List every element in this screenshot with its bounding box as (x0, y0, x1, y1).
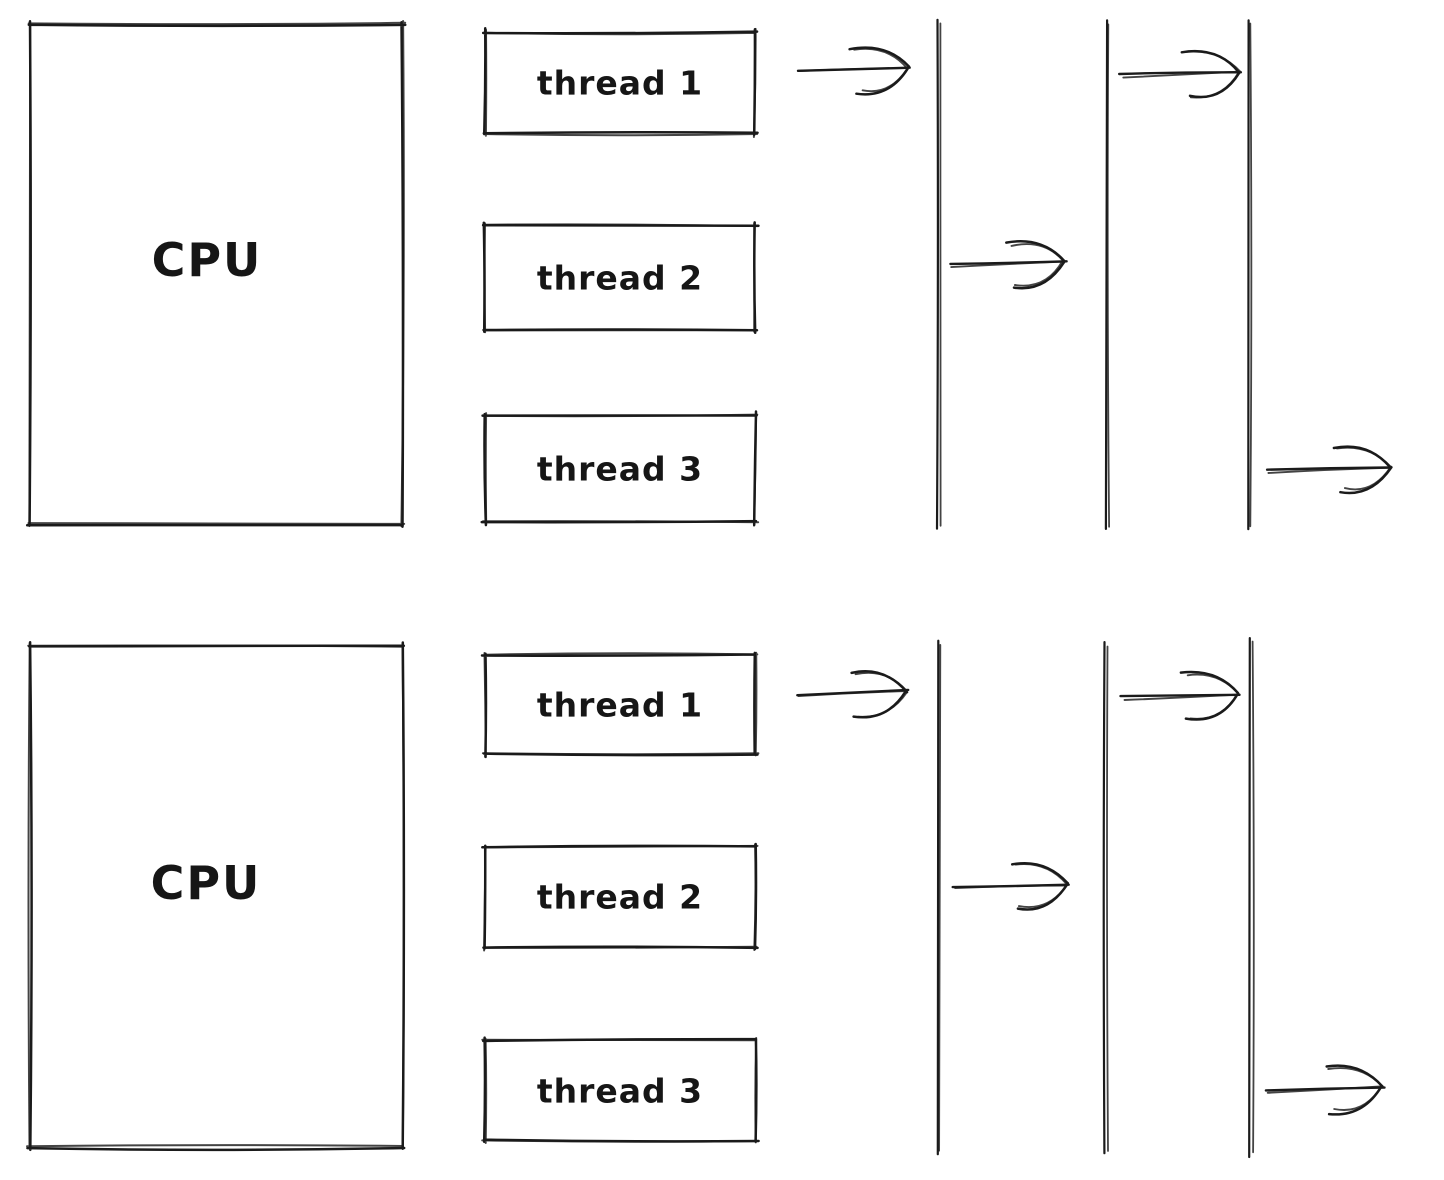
barrier-line (1248, 637, 1255, 1159)
arrow-icon (951, 861, 1070, 911)
arrow-icon (1265, 445, 1393, 495)
thread-box (481, 221, 760, 335)
cpu-label: CPU (150, 856, 262, 910)
barrier-line (1102, 641, 1109, 1155)
arrow-icon (1118, 49, 1243, 99)
arrow-icon (1119, 670, 1241, 721)
thread-label: thread 2 (536, 877, 704, 917)
thread-label: thread 1 (536, 63, 704, 103)
thread-label: thread 3 (536, 449, 704, 489)
thread-label: thread 2 (536, 258, 704, 298)
cpu-label: CPU (151, 233, 263, 287)
thread-box (481, 1036, 760, 1144)
thread-label: thread 3 (536, 1071, 704, 1111)
cpu-box (26, 640, 406, 1152)
arrow-icon (1264, 1064, 1386, 1116)
thread-box (480, 410, 760, 527)
arrow-icon (949, 240, 1068, 290)
arrow-icon (796, 670, 910, 719)
thread-box (481, 842, 759, 952)
thread-box (481, 27, 759, 138)
barrier-line (1104, 19, 1110, 530)
barrier-line (1246, 19, 1253, 531)
cpu-box (25, 20, 407, 529)
barrier-line (935, 18, 942, 530)
barrier-line (936, 639, 942, 1156)
thread-box (480, 651, 760, 759)
thread-label: thread 1 (536, 685, 704, 725)
arrow-icon (796, 46, 911, 96)
